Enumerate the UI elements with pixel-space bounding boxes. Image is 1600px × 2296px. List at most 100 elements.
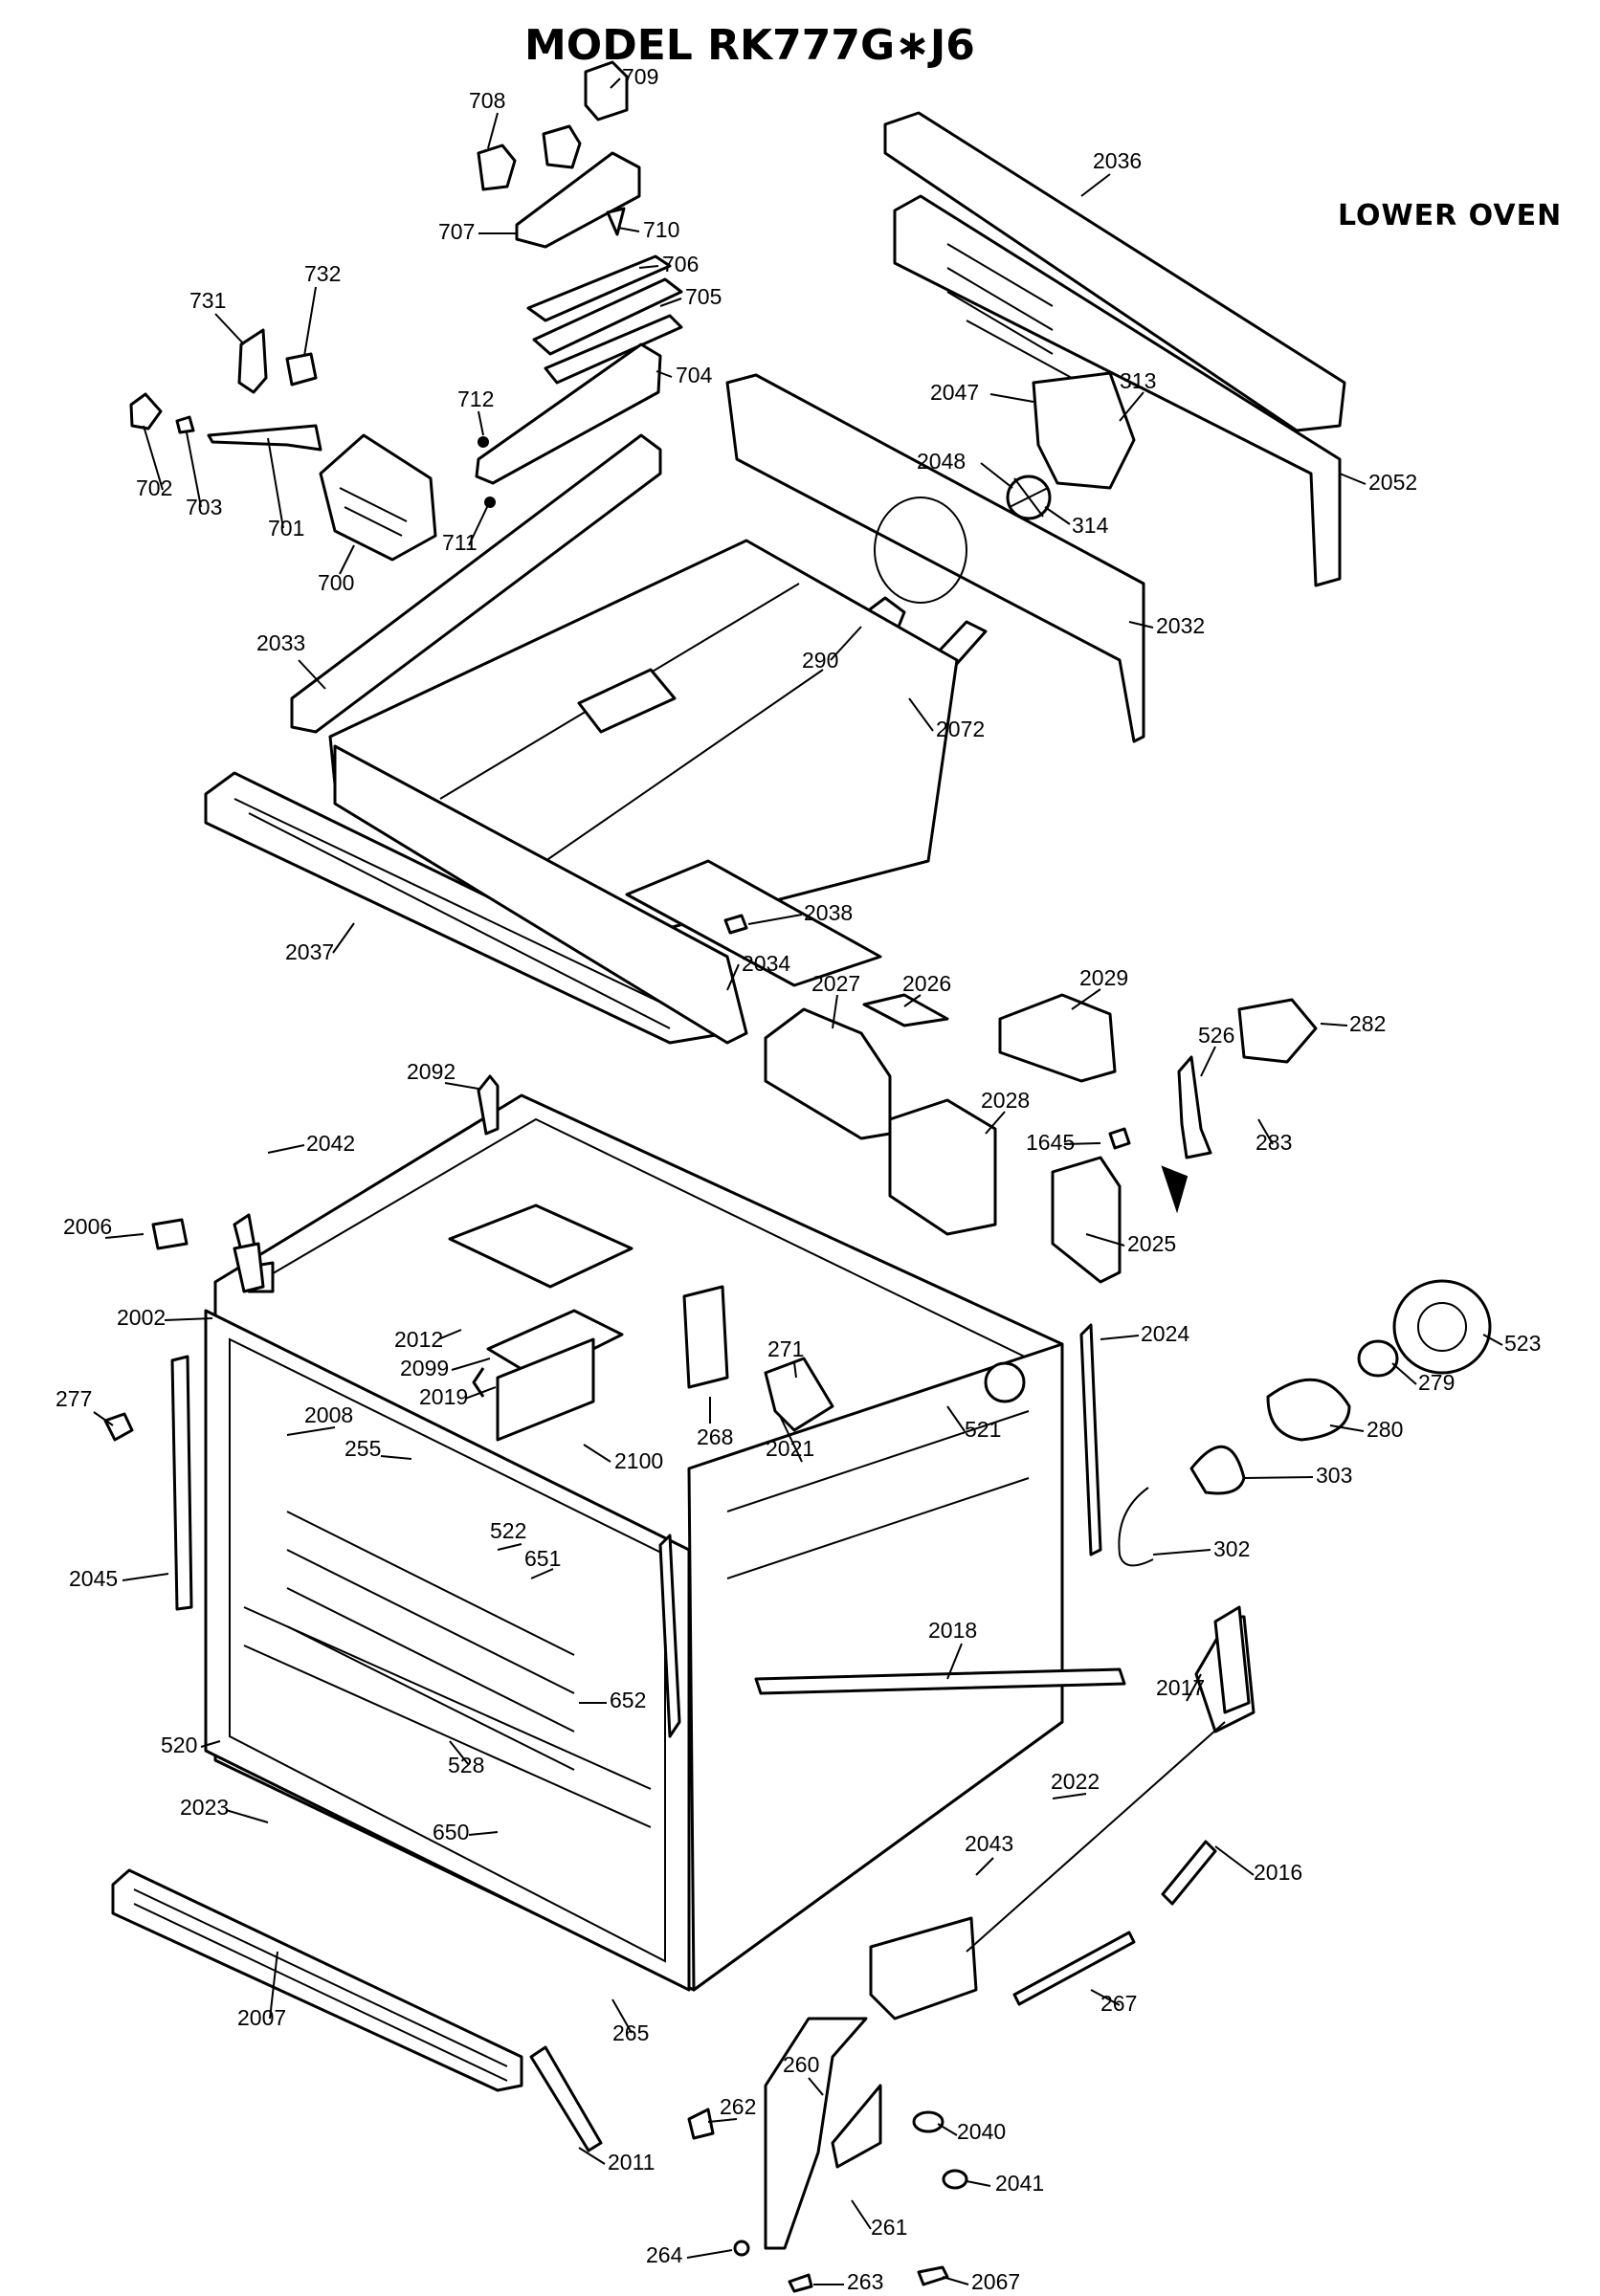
callout-2038: 2038 <box>804 900 853 925</box>
callout-2006: 2006 <box>63 1214 112 1239</box>
callout-2016: 2016 <box>1254 1860 1302 1885</box>
callout-2022: 2022 <box>1051 1769 1100 1794</box>
callout-255: 255 <box>344 1436 381 1461</box>
callout-290: 290 <box>802 648 838 673</box>
callout-712: 712 <box>457 386 494 411</box>
callout-2034: 2034 <box>742 951 790 976</box>
callout-2067: 2067 <box>971 2269 1020 2294</box>
callout-2037: 2037 <box>285 939 334 964</box>
leader-line <box>617 227 640 232</box>
leader-line <box>1200 1046 1216 1077</box>
callout-706: 706 <box>662 252 699 276</box>
callout-2025: 2025 <box>1127 1231 1176 1256</box>
leader-line <box>497 1543 522 1551</box>
leader-line <box>1320 1023 1348 1027</box>
leader-line <box>143 425 164 491</box>
callout-700: 700 <box>318 570 354 595</box>
callout-522: 522 <box>490 1518 526 1543</box>
leader-line <box>1128 621 1154 629</box>
leader-line <box>1090 1989 1121 2006</box>
callout-2045: 2045 <box>69 1566 118 1591</box>
leader-line <box>303 286 317 357</box>
oven-body <box>204 1074 1126 1992</box>
callout-2033: 2033 <box>256 630 305 655</box>
leader-line <box>656 370 673 378</box>
leader-line <box>468 504 489 546</box>
leader-line <box>1080 173 1111 197</box>
leader-line <box>903 994 922 1007</box>
leader-line <box>1100 1335 1140 1340</box>
leader-line <box>659 298 682 307</box>
callout-2008: 2008 <box>304 1402 353 1427</box>
callout-2043: 2043 <box>965 1831 1013 1856</box>
leader-line <box>286 1426 336 1436</box>
callout-280: 280 <box>1367 1417 1403 1442</box>
callout-2007: 2007 <box>237 2005 286 2030</box>
leader-line <box>122 1573 169 1581</box>
leader-line <box>747 914 803 925</box>
callout-314: 314 <box>1072 513 1109 538</box>
leader-line <box>1339 473 1367 485</box>
leader-line <box>793 1361 797 1379</box>
leader-line <box>1186 1673 1202 1702</box>
callout-2099: 2099 <box>400 1356 449 1380</box>
leader-line <box>267 437 284 529</box>
leader-line <box>638 265 659 269</box>
callout-264: 264 <box>646 2242 683 2267</box>
leader-line <box>985 1111 1006 1135</box>
leader-line <box>1152 1549 1211 1556</box>
leader-line <box>1214 1845 1255 1876</box>
callout-262: 262 <box>720 2094 756 2119</box>
callout-2047: 2047 <box>930 380 979 405</box>
callout-2019: 2019 <box>419 1384 468 1409</box>
callout-302: 302 <box>1213 1536 1250 1561</box>
leader-line <box>1052 1793 1087 1799</box>
callout-707: 707 <box>438 219 475 244</box>
callout-2048: 2048 <box>917 449 966 474</box>
leader-line <box>200 1740 221 1748</box>
leader-line <box>225 1809 269 1823</box>
callout-732: 732 <box>304 261 341 286</box>
front-trim-parts <box>103 1218 603 2152</box>
callout-708: 708 <box>469 88 505 113</box>
callout-526: 526 <box>1198 1023 1234 1048</box>
callout-2032: 2032 <box>1156 613 1205 638</box>
leader-line <box>583 1444 611 1463</box>
leader-line <box>1085 1233 1125 1247</box>
leader-line <box>464 1386 497 1400</box>
leader-line <box>851 2199 872 2230</box>
leader-line <box>1071 988 1101 1010</box>
rear-ducts-and-brackets <box>764 993 1318 1284</box>
callout-2092: 2092 <box>407 1059 456 1084</box>
callout-2100: 2100 <box>614 1448 663 1473</box>
leader-line <box>908 697 934 732</box>
callout-2026: 2026 <box>902 971 951 996</box>
leader-line <box>186 431 202 508</box>
leader-line <box>1329 1424 1365 1432</box>
callout-523: 523 <box>1504 1331 1541 1356</box>
lamp-assembly <box>1118 1279 1492 1567</box>
callout-313: 313 <box>1120 368 1156 393</box>
leader-line <box>830 626 862 661</box>
leader-line <box>444 1082 479 1090</box>
callout-2012: 2012 <box>394 1327 443 1352</box>
leader-line <box>1482 1334 1503 1346</box>
leader-line <box>380 1455 412 1460</box>
callout-2021: 2021 <box>766 1436 814 1461</box>
model-title: MODEL RK777G∗J6 <box>524 21 975 70</box>
leader-line <box>487 112 499 149</box>
callout-277: 277 <box>56 1386 92 1411</box>
leader-line <box>808 2077 824 2096</box>
callout-265: 265 <box>612 2020 649 2045</box>
callout-2041: 2041 <box>995 2171 1044 2196</box>
callout-704: 704 <box>676 363 713 387</box>
callout-labels: 709 708 707 710 706 705 704 712 711 731 … <box>56 64 1541 2294</box>
callout-271: 271 <box>767 1336 804 1361</box>
leader-line <box>1257 1118 1274 1145</box>
callout-1645: 1645 <box>1026 1130 1075 1155</box>
callout-2023: 2023 <box>180 1795 229 1820</box>
drawer-slide-parts <box>687 1605 1256 2293</box>
callout-261: 261 <box>871 2215 907 2240</box>
callout-652: 652 <box>610 1688 646 1712</box>
